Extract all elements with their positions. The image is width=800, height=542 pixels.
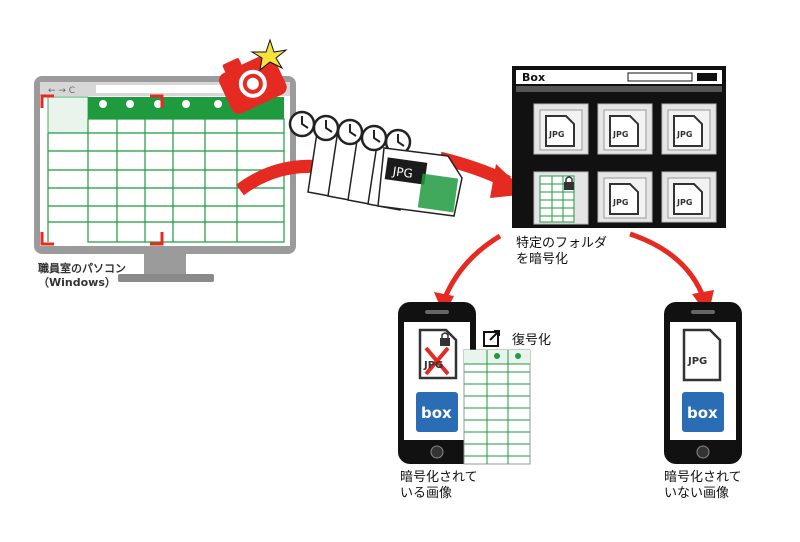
right-phone-caption: 暗号化されて いない画像 [664,470,742,502]
spreadsheet-screen [40,94,285,246]
pc-caption-line2: （Windows） [38,276,116,289]
left-phone-caption-line2: いる画像 [400,486,453,501]
left-phone-caption: 暗号化されて いる画像 [400,470,478,502]
right-smartphone [664,302,742,464]
right-phone-caption-line2: いない画像 [664,486,730,501]
box-logo-left: box [421,404,452,422]
jpg-label: JPG [676,130,692,139]
arrow-box-to-left-phone [441,233,502,301]
box-window-title: Box [522,71,545,84]
box-app-icon-left [416,392,458,432]
pc-caption: 職員室のパソコン （Windows） [38,262,126,290]
jpg-file-tile [661,171,717,223]
pc-caption-line1: 職員室のパソコン [38,262,126,275]
decrypt-label: 復号化 [512,333,552,348]
external-link-icon [483,330,500,347]
jpg-file-tile [533,103,589,155]
folder-caption-line1: 特定のフォルダ [516,236,608,251]
folder-caption: 特定のフォルダ を暗号化 [516,236,607,268]
svg-text:← → C: ← → C [48,86,75,96]
encrypted-jpg-icon [418,328,458,380]
box-logo-right: box [687,404,718,422]
timelapse-clock-stack [288,110,463,217]
flash-star-icon [250,38,288,72]
camera-app-icon [218,53,287,114]
right-phone-jpg-label: JPG [687,356,707,367]
jpg-file-tile [597,103,653,155]
decrypted-spreadsheet [463,349,531,465]
jpg-doc-label: JPG [391,164,414,181]
right-phone-caption-line1: 暗号化されて [664,470,742,485]
jpg-file-tile [661,103,717,155]
jpg-file-icon [682,328,722,382]
box-file-grid [533,103,717,225]
left-phone-caption-line1: 暗号化されて [400,470,478,485]
box-app-icon-right [682,392,724,432]
jpg-label: JPG [548,130,564,139]
jpg-label: JPG [612,198,628,207]
jpg-label: JPG [676,198,692,207]
lock-icon [564,176,574,190]
left-phone-jpg-label: JPG [423,360,443,371]
lock-icon [440,332,450,346]
folder-caption-line2: を暗号化 [516,252,569,267]
jpg-file-tile [597,171,653,223]
arrow-box-to-right-phone [629,231,705,296]
encrypted-spreadsheet-tile [533,171,589,225]
jpg-label: JPG [612,130,628,139]
